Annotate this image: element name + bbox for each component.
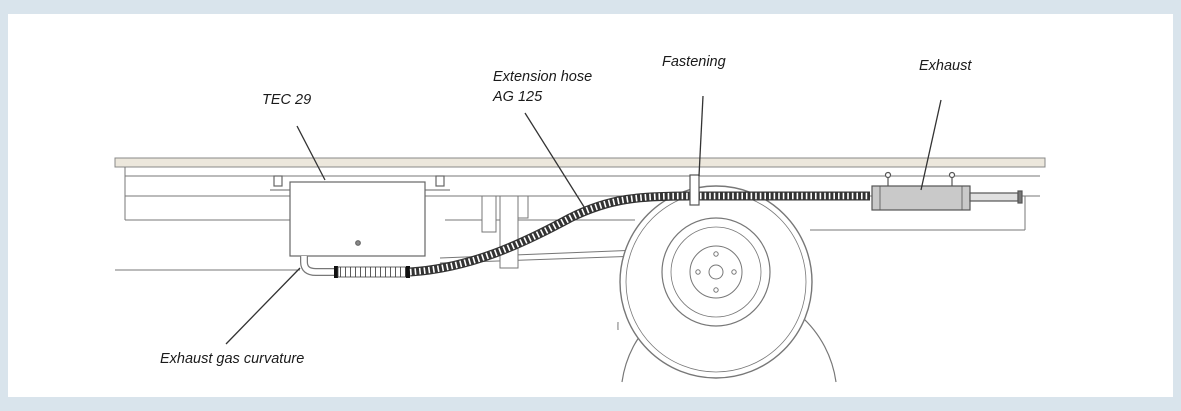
wheel (617, 185, 837, 383)
leader-curvature (225, 267, 301, 345)
lug-nut (695, 269, 701, 275)
bracket-left (481, 195, 497, 233)
heater-screw (355, 240, 361, 246)
label-hose-line2: AG 125 (492, 89, 543, 105)
loading-platform (114, 157, 1046, 168)
label-hose-line1: Extension hose (493, 69, 592, 85)
leader-lines (225, 95, 942, 345)
leader-exhaust (920, 99, 942, 191)
bracket-right (517, 195, 529, 219)
rim-inner (670, 226, 762, 318)
heater-unit (270, 175, 450, 257)
hose-ribs (409, 192, 870, 276)
spring-hanger (499, 195, 519, 269)
clamp (406, 266, 410, 278)
leader-fastening (698, 95, 704, 177)
fastening-clamp (689, 174, 700, 206)
leader-tec (296, 125, 326, 181)
exhaust-silencer (871, 171, 1023, 211)
tire-outer (619, 185, 813, 379)
curvature-pipe-inner (301, 256, 336, 275)
mount-bolt-left (273, 175, 283, 187)
flex-pipe (337, 266, 407, 278)
label-fastening: Fastening (662, 54, 726, 70)
hub-center (708, 264, 724, 280)
clamp (334, 266, 338, 278)
mount-bolt-right (435, 175, 445, 187)
tail-pipe (969, 192, 1019, 202)
leader-hose (524, 112, 587, 211)
tail-pipe-end (1017, 190, 1023, 204)
lug-nut (731, 269, 737, 275)
rim-outer (661, 217, 771, 327)
hanger-right-eye (948, 171, 956, 179)
label-curvature: Exhaust gas curvature (160, 351, 304, 367)
lug-nut (713, 287, 719, 293)
hanger-left-eye (884, 171, 892, 179)
lug-nut (713, 251, 719, 257)
label-tec: TEC 29 (262, 92, 311, 108)
hub (689, 245, 743, 299)
label-exhaust: Exhaust (919, 58, 972, 74)
